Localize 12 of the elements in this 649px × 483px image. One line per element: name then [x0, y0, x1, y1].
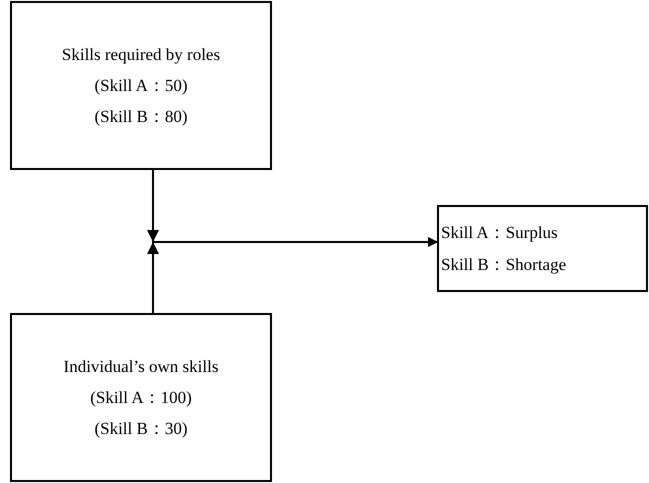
arrow	[147, 237, 438, 313]
box-text: (Skill B：80)	[94, 106, 188, 128]
box-text: Skill B：Shortage	[441, 254, 566, 275]
text-box	[10, 1, 272, 170]
box-text: Skill A：Surplus	[441, 222, 558, 244]
text-box	[10, 313, 272, 482]
box-heading: Individual’s own skills	[64, 356, 218, 377]
box-text: (Skill A：50)	[94, 74, 188, 96]
box-text: (Skill A：100)	[90, 386, 192, 408]
box-text: (Skill B：30)	[94, 418, 188, 440]
box-heading: Skills required by roles	[62, 44, 220, 65]
text-box	[437, 205, 648, 292]
